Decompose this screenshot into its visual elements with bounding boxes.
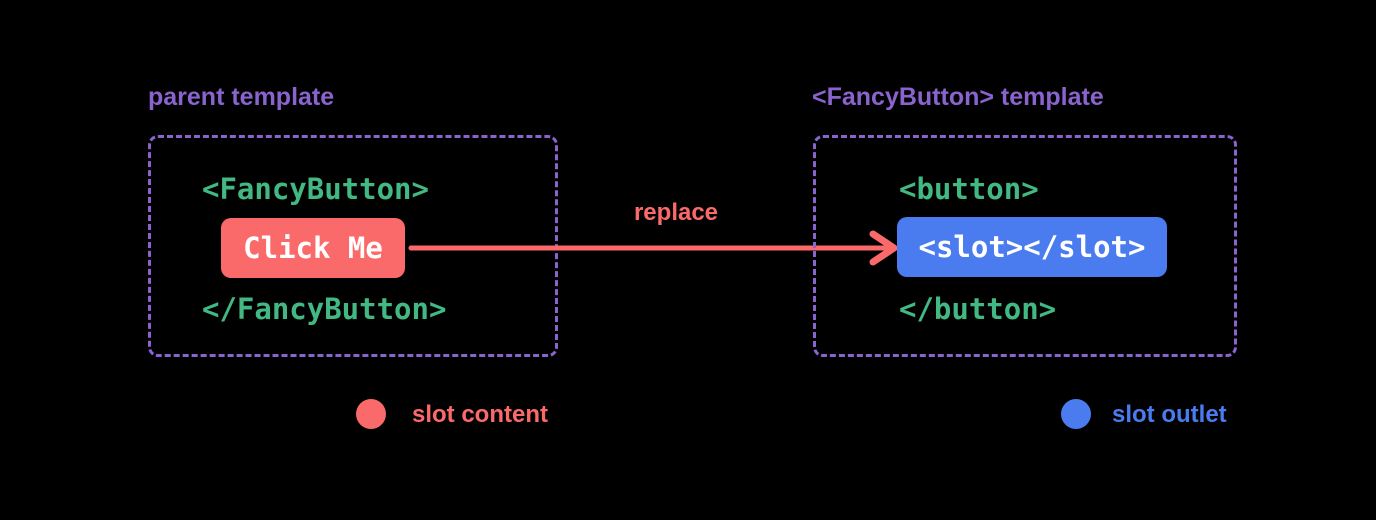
slot-outlet-button-label: <slot></slot> xyxy=(918,230,1146,264)
slot-outlet-label: slot outlet xyxy=(1112,401,1227,428)
slot-outlet-dot xyxy=(1061,399,1091,429)
replace-arrow xyxy=(408,230,898,266)
fancybutton-open-tag: <FancyButton> xyxy=(202,172,429,206)
replace-label: replace xyxy=(633,199,719,226)
slot-content-label: slot content xyxy=(412,401,548,428)
fancybutton-close-tag: </FancyButton> xyxy=(202,292,447,326)
click-me-button-label: Click Me xyxy=(243,231,383,265)
parent-template-title: parent template xyxy=(148,83,335,111)
slot-content-dot xyxy=(356,399,386,429)
button-close-tag: </button> xyxy=(899,292,1057,326)
button-open-tag: <button> xyxy=(899,172,1039,206)
click-me-button: Click Me xyxy=(221,218,405,278)
slot-outlet-button: <slot></slot> xyxy=(897,217,1167,277)
fancybutton-template-title: <FancyButton> template xyxy=(812,83,1104,111)
fancybutton-template-box xyxy=(813,135,1237,357)
